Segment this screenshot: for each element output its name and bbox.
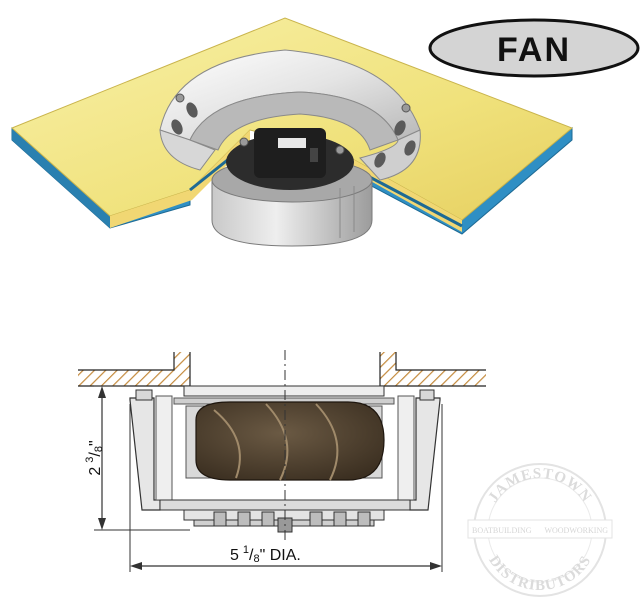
deck-hatch-left <box>78 370 190 386</box>
watermark-bottom: DISTRIBUTORS <box>485 553 594 594</box>
fan-motor <box>226 128 354 190</box>
chrome-dome-cover <box>159 49 421 181</box>
deck-hatch-left-vert <box>174 352 190 386</box>
deck-edge-front <box>12 128 110 228</box>
deck-cut-face <box>110 130 250 228</box>
deck-hatch-right <box>380 370 486 386</box>
fan-rotor-section <box>185 401 385 481</box>
watermark-top: JAMESTOWN <box>485 466 594 506</box>
jamestown-watermark: JAMESTOWN DISTRIBUTORS BOATBUILDING WOOD… <box>467 463 613 597</box>
bottom-grille <box>183 509 385 533</box>
watermark-left: BOATBUILDING <box>472 526 532 535</box>
watermark-right: WOODWORKING <box>544 526 608 535</box>
deck-hatch-right-vert <box>380 352 396 386</box>
badge-text: FAN <box>497 31 571 69</box>
height-label: 23/8" <box>84 440 105 475</box>
fan-label-badge: FAN <box>428 18 640 78</box>
height-dimension: 23/8" <box>84 385 190 531</box>
deck-cutaway-3d <box>11 17 573 247</box>
